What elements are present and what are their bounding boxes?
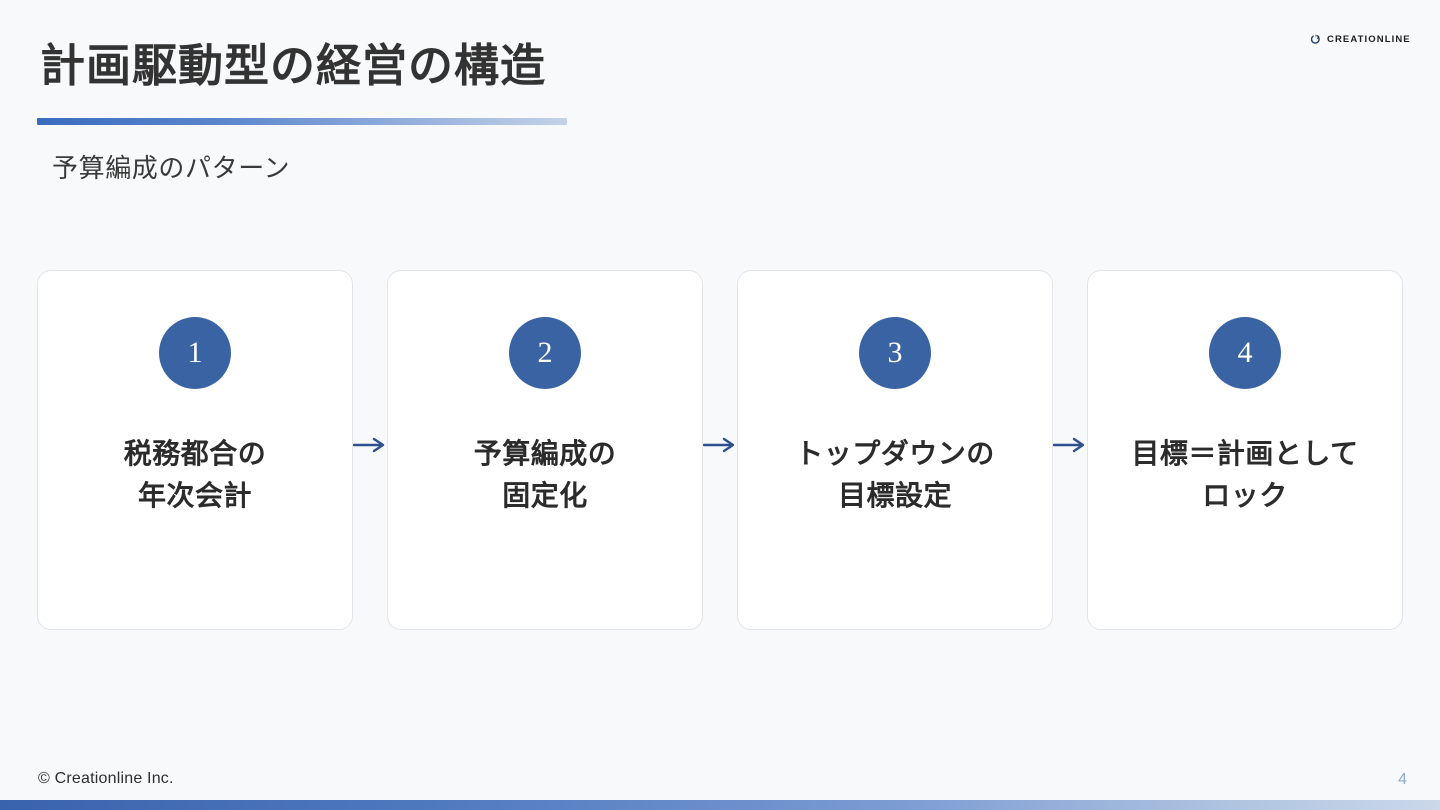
step-label-line1: 税務都合の [123, 438, 267, 469]
step-label: トップダウンの 目標設定 [787, 433, 1003, 517]
step-label-line2: 固定化 [502, 480, 588, 511]
creationline-circle-mark-icon [1309, 33, 1322, 46]
flow-step-card[interactable]: 1 税務都合の 年次会計 [37, 270, 353, 630]
step-label: 予算編成の 固定化 [466, 433, 625, 517]
step-number-badge: 2 [509, 317, 581, 389]
arrow-right-icon [1053, 437, 1085, 453]
flow-connector [703, 270, 737, 630]
title-underline-rule [37, 118, 567, 125]
arrow-right-icon [703, 437, 735, 453]
page-number: 4 [1398, 771, 1407, 788]
step-label-line2: 年次会計 [137, 480, 252, 511]
flow-step-card[interactable]: 4 目標＝計画として ロック [1087, 270, 1403, 630]
step-label-line2: 目標設定 [837, 480, 952, 511]
flow-step-card[interactable]: 2 予算編成の 固定化 [387, 270, 703, 630]
bottom-accent-bar [0, 800, 1440, 810]
step-number-badge: 3 [859, 317, 931, 389]
flow-connector [1053, 270, 1087, 630]
step-label-line1: トップダウンの [795, 438, 995, 469]
flow-step-card[interactable]: 3 トップダウンの 目標設定 [737, 270, 1053, 630]
step-label: 目標＝計画として ロック [1123, 433, 1366, 517]
page-subtitle: 予算編成のパターン [52, 153, 291, 183]
page-title: 計画駆動型の経営の構造 [40, 40, 547, 91]
arrow-right-icon [353, 437, 385, 453]
copyright-text: © Creationline Inc. [38, 770, 174, 787]
step-label-line1: 予算編成の [473, 438, 617, 469]
flow-connector [353, 270, 387, 630]
step-label: 税務都合の 年次会計 [116, 433, 275, 517]
step-label-line2: ロック [1202, 480, 1288, 511]
logo-wordmark: CREATIONLINE [1327, 34, 1411, 45]
process-flow: 1 税務都合の 年次会計 2 予算編成の 固定化 [37, 270, 1403, 630]
creationline-logo: CREATIONLINE [1309, 33, 1411, 46]
step-number-badge: 4 [1209, 317, 1281, 389]
step-label-line1: 目標＝計画として [1131, 438, 1359, 469]
step-number-badge: 1 [159, 317, 231, 389]
